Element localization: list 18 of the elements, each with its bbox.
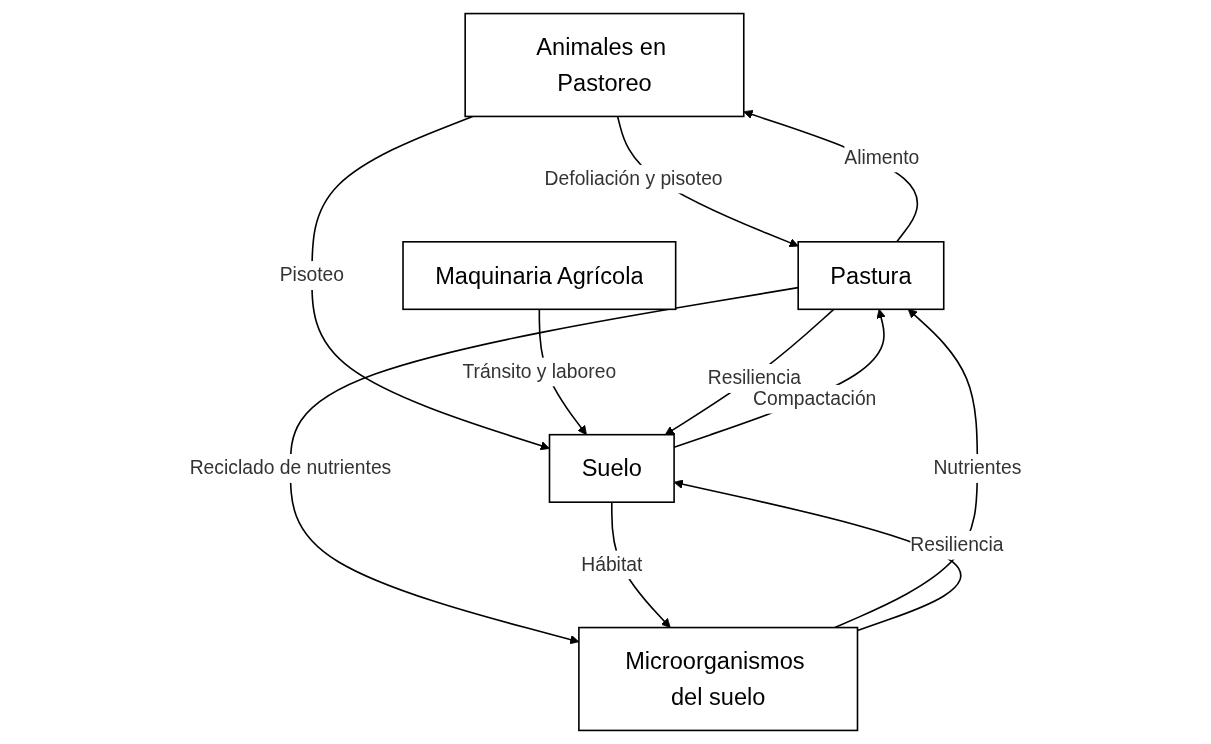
edge-label: Nutrientes — [933, 457, 1022, 479]
edge-label: Resiliencia — [910, 533, 1004, 556]
edge-label: Pisoteo — [279, 264, 345, 286]
node-box: Microorganismos del suelo — [578, 626, 859, 732]
edge-label: Defoliación y pisoteo — [544, 167, 723, 190]
arrow — [311, 115, 550, 451]
edge-label: Resiliencia — [707, 367, 802, 389]
edge-label: Tránsito y laboreo — [462, 360, 617, 383]
node-box: Maquinaria Agrícola — [402, 241, 677, 311]
edge-label: Compactación — [753, 387, 877, 410]
node-box: Pastura — [797, 241, 945, 311]
edge-label: Alimento — [844, 146, 920, 169]
arrow — [289, 286, 799, 645]
node-box: Animales en Pastoreo — [464, 12, 745, 118]
edge-label: Reciclado de nutrientes — [189, 457, 392, 479]
edge-label: Hábitat — [581, 553, 643, 576]
arrow — [664, 308, 835, 436]
node-box: Suelo — [548, 433, 675, 503]
